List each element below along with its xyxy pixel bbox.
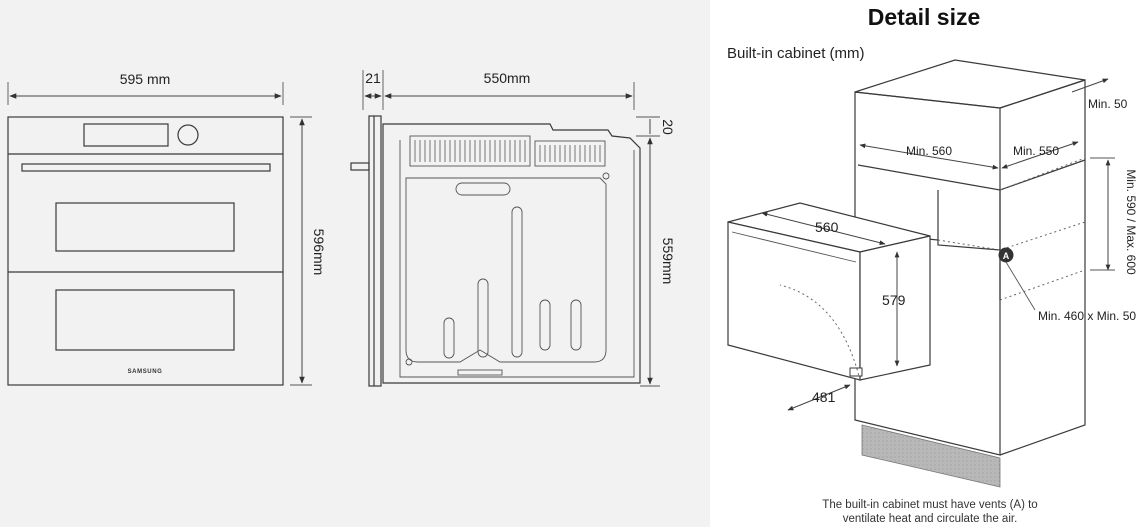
oven-box-side xyxy=(859,235,931,381)
min-560-label: Min. 560 xyxy=(906,144,952,158)
upper-window xyxy=(55,202,235,252)
bottom-foot xyxy=(457,369,503,376)
vent-grille-right xyxy=(534,140,606,167)
cabinet-dimensions: Min. 50 Min. 560 Min. 550 Min. 590 / Max… xyxy=(812,78,1138,405)
niche-back-wall xyxy=(937,190,1001,251)
oven-door-side xyxy=(368,115,382,387)
cavity-handle-slot xyxy=(455,182,511,196)
oven-panel-line xyxy=(731,231,857,263)
vent-marker-a xyxy=(998,247,1014,263)
screw-hole-top xyxy=(602,172,610,180)
front-height-label: 596mm xyxy=(311,229,327,276)
oven-foot xyxy=(849,367,863,377)
rail-slot-4 xyxy=(539,299,551,351)
door-handle xyxy=(21,163,271,172)
oven-body-side xyxy=(382,123,641,384)
rail-slot-5 xyxy=(570,299,582,351)
vent-footnote: The built-in cabinet must have vents (A)… xyxy=(760,498,1100,526)
handle-side xyxy=(350,162,370,171)
oven-dimension-drawings: 595 mm SAMSUNG 596mm 21 5 xyxy=(0,0,710,527)
door-depth-label: 21 xyxy=(365,70,381,86)
vent-slots xyxy=(414,140,601,162)
screw-hole-bottom xyxy=(405,358,413,366)
oven-width-label: 560 xyxy=(815,219,839,235)
cabinet-subtitle: Built-in cabinet (mm) xyxy=(727,45,865,62)
door-swing-dimension xyxy=(787,384,851,411)
lower-window xyxy=(55,289,235,351)
min-550-dimension xyxy=(1001,141,1079,169)
cabinet-detail-panel: Detail size Built-in cabinet (mm) xyxy=(710,0,1138,527)
rail-slot-1 xyxy=(511,206,523,358)
footnote-line-2: ventilate heat and circulate the air. xyxy=(842,513,1018,525)
vent-grille-left xyxy=(409,135,531,167)
detail-size-title: Detail size xyxy=(867,4,981,30)
min-550-label: Min. 550 xyxy=(1013,144,1059,158)
cabinet-plinth xyxy=(861,424,1001,488)
body-depth-label: 550mm xyxy=(484,70,531,86)
rail-slot-3 xyxy=(443,317,455,359)
oven-width-dimension xyxy=(761,211,886,246)
oven-box xyxy=(727,202,931,411)
door-swing-label: 481 xyxy=(812,389,836,405)
top-offset-label: 20 xyxy=(660,119,676,135)
front-view: 595 mm SAMSUNG 596mm xyxy=(7,71,327,386)
oven-drawings-svg: 595 mm SAMSUNG 596mm 21 5 xyxy=(7,70,676,387)
min-50-top-label: Min. 50 xyxy=(1088,97,1128,111)
cabinet-top xyxy=(854,59,1086,109)
door-swing-arc xyxy=(779,284,861,381)
cabinet-diagram-svg: Min. 50 Min. 560 Min. 550 Min. 590 / Max… xyxy=(727,59,1138,488)
vent-size-label: Min. 460 x Min. 50 xyxy=(1038,309,1136,323)
min-560-dimension xyxy=(859,143,999,170)
niche-top-edge xyxy=(857,159,1086,191)
side-view: 21 550mm xyxy=(350,70,676,387)
vent-leader-line xyxy=(1005,261,1036,311)
vent-dashed xyxy=(937,221,1086,251)
niche-bottom-dashed xyxy=(999,269,1086,301)
display-panel xyxy=(83,123,169,147)
vent-marker-label: A xyxy=(1003,251,1010,261)
control-knob xyxy=(177,124,199,146)
rail-slot-2 xyxy=(477,278,489,358)
min-50-top-dimension xyxy=(1071,78,1109,93)
front-width-label: 595 mm xyxy=(120,71,171,87)
inner-cavity xyxy=(405,177,607,363)
brand-logo: SAMSUNG xyxy=(128,369,163,375)
body-inner-outline xyxy=(399,140,635,378)
oven-height-label: 579 xyxy=(882,292,906,308)
cabinet-side-face xyxy=(999,79,1086,456)
footnote-line-1: The built-in cabinet must have vents (A)… xyxy=(822,499,1038,511)
oven-front-body xyxy=(7,116,284,386)
height-range-label: Min. 590 / Max. 600 xyxy=(1124,169,1138,275)
body-height-label: 559mm xyxy=(660,238,676,285)
